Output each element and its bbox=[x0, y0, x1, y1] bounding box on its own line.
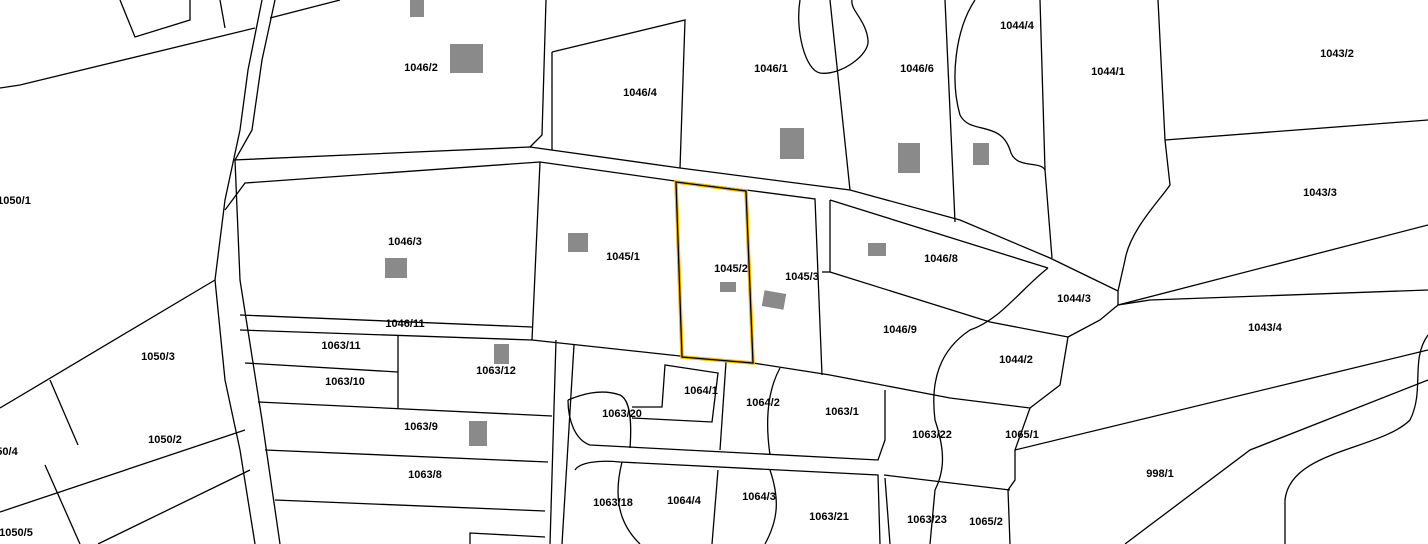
parcel-label[interactable]: 998/1 bbox=[1146, 468, 1174, 480]
parcel-labels: 1046/2 1046/4 1046/1 1046/6 1044/4 1044/… bbox=[0, 20, 1354, 539]
parcel-label[interactable]: 1046/9 bbox=[883, 324, 917, 336]
building bbox=[450, 44, 483, 73]
parcel-label[interactable]: 1043/2 bbox=[1320, 48, 1354, 60]
parcel-label[interactable]: 1065/1 bbox=[1005, 429, 1039, 441]
parcel-label[interactable]: 50/4 bbox=[0, 446, 19, 458]
parcel-label[interactable]: 1044/1 bbox=[1091, 66, 1125, 78]
buildings bbox=[385, 0, 989, 446]
parcel-label[interactable]: 1064/4 bbox=[667, 495, 702, 507]
parcel-label[interactable]: 1064/3 bbox=[742, 491, 776, 503]
parcel-label[interactable]: 1044/3 bbox=[1057, 293, 1091, 305]
parcel-label[interactable]: 1043/3 bbox=[1303, 187, 1337, 199]
building bbox=[868, 243, 886, 256]
parcel-label[interactable]: 1063/11 bbox=[321, 340, 360, 352]
parcel-label[interactable]: 1063/1 bbox=[825, 406, 859, 418]
parcel-label[interactable]: 1044/2 bbox=[999, 354, 1033, 366]
parcel-label[interactable]: 1063/20 bbox=[602, 408, 642, 420]
parcel-label[interactable]: 1064/2 bbox=[746, 397, 780, 409]
parcel-label[interactable]: 1045/3 bbox=[785, 271, 819, 283]
building bbox=[761, 290, 787, 310]
building bbox=[494, 344, 509, 364]
building bbox=[898, 143, 920, 173]
selected-parcel-1045-2[interactable] bbox=[674, 180, 755, 365]
parcel-label[interactable]: 1065/2 bbox=[969, 516, 1003, 528]
parcel-label[interactable]: 1063/10 bbox=[325, 376, 365, 388]
parcel-label[interactable]: 1046/2 bbox=[404, 62, 438, 74]
parcel-label[interactable]: 1046/11 bbox=[385, 318, 424, 330]
parcel-label[interactable]: 1063/12 bbox=[476, 365, 516, 377]
parcel-label[interactable]: 1050/1 bbox=[0, 195, 31, 207]
parcel-label[interactable]: 1050/2 bbox=[148, 434, 182, 446]
building bbox=[385, 258, 407, 278]
parcel-label[interactable]: 1063/23 bbox=[907, 514, 947, 526]
building bbox=[780, 128, 804, 159]
building bbox=[720, 282, 736, 292]
parcel-label[interactable]: 1063/9 bbox=[404, 421, 438, 433]
parcel-label[interactable]: 1045/2 bbox=[714, 263, 748, 275]
parcel-label[interactable]: 1046/8 bbox=[924, 253, 958, 265]
parcel-label[interactable]: 1063/18 bbox=[593, 497, 633, 509]
parcel-label[interactable]: 1046/1 bbox=[754, 63, 788, 75]
parcel-label[interactable]: 1050/5 bbox=[0, 527, 33, 539]
building bbox=[568, 233, 588, 252]
parcel-label[interactable]: 1063/22 bbox=[912, 429, 952, 441]
parcel-label[interactable]: 1050/3 bbox=[141, 351, 175, 363]
parcel-label[interactable]: 1046/3 bbox=[388, 236, 422, 248]
building bbox=[973, 143, 989, 165]
parcel-label[interactable]: 1064/1 bbox=[684, 385, 718, 397]
parcel-label[interactable]: 1063/8 bbox=[408, 469, 442, 481]
parcel-label[interactable]: 1046/4 bbox=[623, 87, 658, 99]
parcel-label[interactable]: 1045/1 bbox=[606, 251, 640, 263]
building bbox=[410, 0, 424, 17]
parcel-label[interactable]: 1046/6 bbox=[900, 63, 934, 75]
parcel-label[interactable]: 1044/4 bbox=[1000, 20, 1035, 32]
building bbox=[469, 421, 487, 446]
parcel-label[interactable]: 1063/21 bbox=[809, 511, 849, 523]
parcel-label[interactable]: 1043/4 bbox=[1248, 322, 1283, 334]
